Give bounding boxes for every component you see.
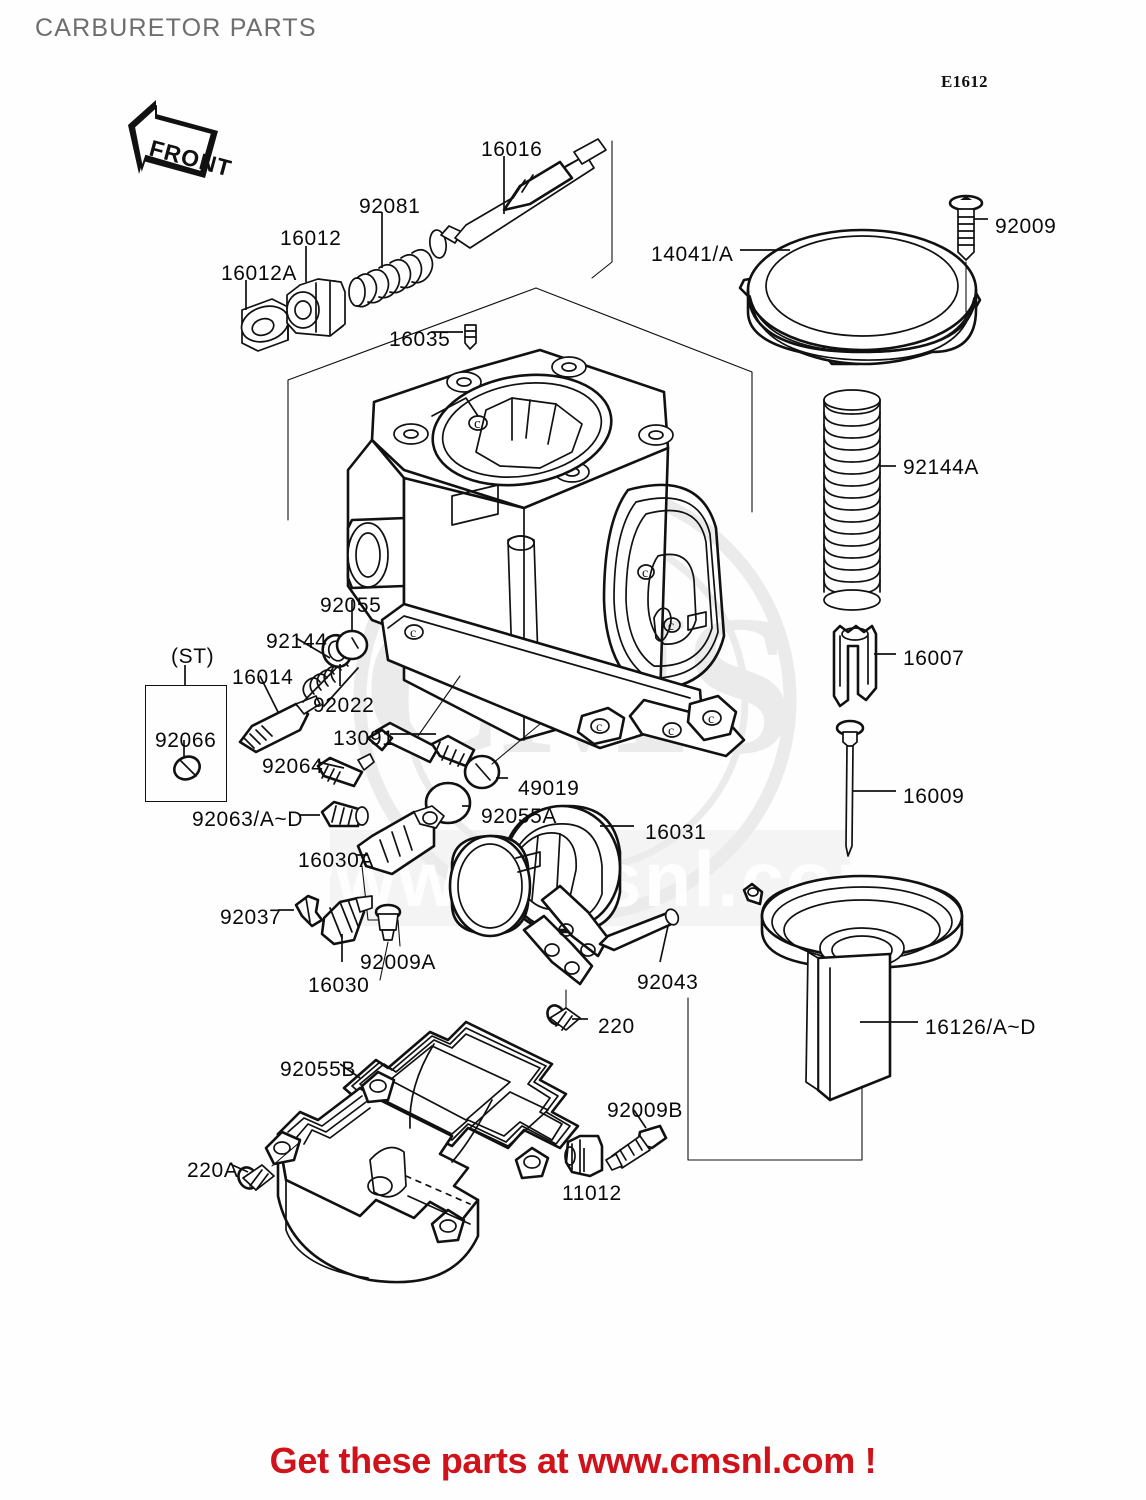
part-92144A-vacuum-spring	[823, 389, 881, 611]
svg-text:c: c	[596, 720, 602, 735]
part-callout-16014: 16014	[232, 666, 294, 689]
part-callout-16035: 16035	[389, 328, 451, 351]
part-callout-92144: 92144	[266, 630, 328, 653]
part-16031-float	[448, 804, 622, 1021]
part-92144-spring-small	[302, 661, 359, 707]
svg-text:c: c	[474, 416, 481, 432]
part-callout-11012: 11012	[562, 1182, 622, 1205]
svg-text:c: c	[708, 712, 714, 727]
part-16035-jet	[464, 324, 477, 350]
part-14041A-diaphragm-cover	[738, 228, 982, 366]
part-92009-screw	[948, 194, 984, 313]
leader-lines	[183, 156, 988, 1173]
part-16012A-cap	[240, 298, 290, 352]
part-callout-13091: 13091	[333, 727, 395, 750]
carburetor-body-16001: c c c c c	[346, 348, 746, 758]
footer-cta: Get these parts at www.cmsnl.com !	[269, 1440, 877, 1481]
assembly-bracket-left	[287, 287, 537, 521]
svg-text:c: c	[668, 619, 674, 634]
part-callout-16012A: 16012A	[221, 262, 298, 285]
part-callout-220: 220	[598, 1015, 635, 1038]
svg-text:c: c	[410, 626, 416, 641]
part-92009A-screw	[374, 903, 402, 981]
part-callout-92009A: 92009A	[360, 951, 437, 974]
part-callout-14041-A: 14041/A	[651, 243, 734, 266]
part-16030A-needle-seat	[356, 805, 445, 947]
st-group-leader	[184, 665, 186, 685]
st-group-box	[145, 685, 227, 802]
part-callout-92009B: 92009B	[607, 1099, 684, 1122]
part-16007-spring-seat	[832, 624, 878, 708]
part-callout-16030: 16030	[308, 974, 370, 997]
part-callout-92066: 92066	[155, 729, 217, 752]
part-callout-92055B: 92055B	[280, 1058, 357, 1081]
part-callout-92081: 92081	[359, 195, 421, 218]
part-callout-92064: 92064	[262, 755, 324, 778]
part-callout-16031: 16031	[645, 821, 707, 844]
part-16016-needle-valve	[440, 138, 607, 249]
part-callout-16126-A-D: 16126/A~D	[925, 1016, 1037, 1039]
part-16030-needle-valve	[320, 895, 373, 946]
part-92066-plug	[173, 755, 201, 781]
part-callout-16012: 16012	[280, 227, 342, 250]
st-group-label: (ST)	[171, 645, 215, 668]
float-bowl-assembly	[264, 1020, 580, 1284]
assembly-bracket-right	[535, 287, 753, 513]
part-220A-screw	[237, 1141, 301, 1191]
part-92063AD-jet	[320, 800, 369, 828]
part-callout-92009: 92009	[995, 215, 1057, 238]
part-callout-92063-A-D: 92063/A~D	[192, 808, 304, 831]
part-callout-49019: 49019	[518, 777, 580, 800]
part-callout-92055: 92055	[320, 594, 382, 617]
part-49019-fuel-filter	[463, 723, 541, 790]
part-16126AD-vacuum-piston	[687, 874, 964, 1161]
part-92043-float-pin	[598, 908, 680, 952]
part-220-screw	[546, 1004, 581, 1031]
part-92009B-screw	[605, 1124, 668, 1171]
part-callout-92037: 92037	[220, 906, 282, 929]
part-16014-pilot-screw	[238, 695, 321, 754]
part-16009-jet-needle	[835, 719, 865, 857]
part-callout-92022: 92022	[313, 694, 375, 717]
part-callout-92043: 92043	[637, 971, 699, 994]
part-callout-16016: 16016	[481, 138, 543, 161]
part-callout-16030A: 16030A	[298, 849, 375, 872]
part-callout-16009: 16009	[903, 785, 965, 808]
part-callout-92144A: 92144A	[903, 456, 980, 479]
front-arrow-badge: FRONT	[128, 100, 235, 182]
part-13091-holder	[366, 675, 476, 768]
svg-text:c: c	[642, 566, 648, 581]
part-92037-clamp	[294, 894, 324, 928]
page-title: CARBURETOR PARTS	[35, 14, 317, 42]
part-92055-o-ring	[335, 629, 369, 661]
part-callout-92055A: 92055A	[481, 805, 558, 828]
svg-text:c: c	[668, 724, 674, 739]
assembly-bracket-top	[591, 140, 613, 279]
diagram-code: E1612	[941, 72, 988, 91]
part-16012-plug	[286, 278, 346, 337]
part-callout-16007: 16007	[903, 647, 965, 670]
part-92081-spring	[348, 229, 448, 308]
part-callout-220A: 220A	[187, 1159, 239, 1182]
